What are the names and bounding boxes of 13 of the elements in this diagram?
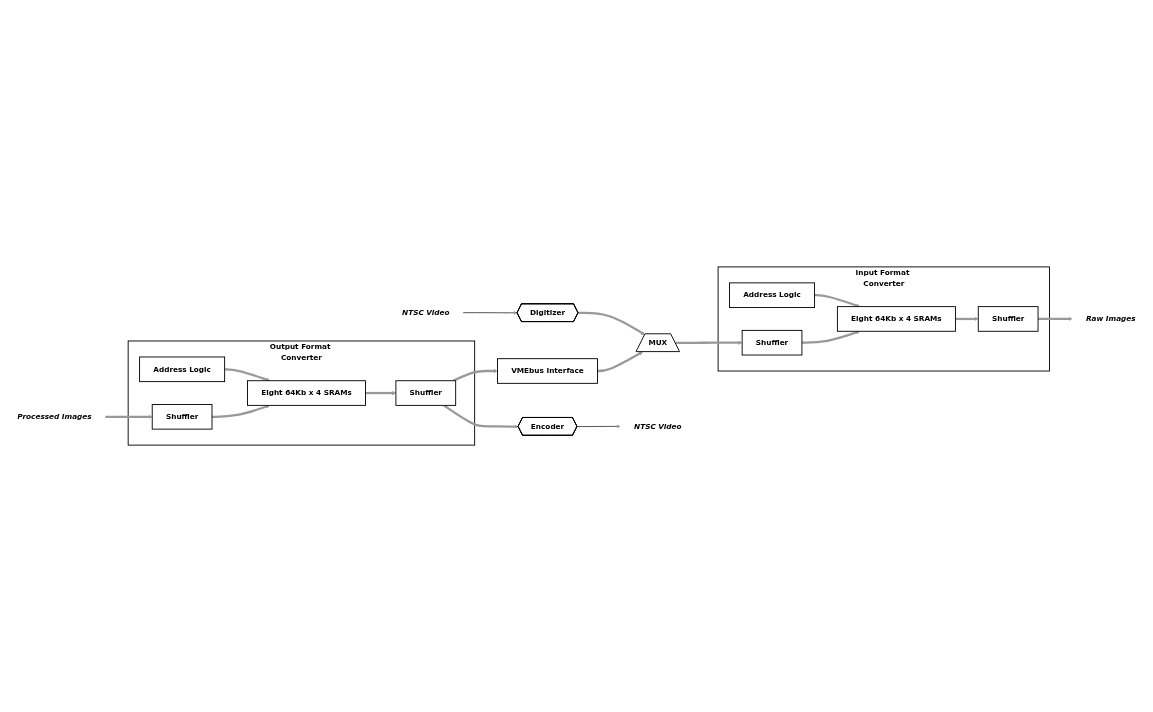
arrow	[1038, 316, 1073, 321]
arrow	[212, 404, 271, 418]
arrow	[105, 414, 153, 419]
arrow	[675, 340, 743, 345]
arrow	[955, 316, 979, 321]
arrow	[597, 351, 643, 373]
arrow	[814, 294, 861, 308]
arrow	[365, 391, 397, 396]
arrow	[224, 368, 271, 382]
arrow	[801, 330, 861, 344]
arrow	[443, 404, 519, 429]
arrow	[452, 369, 498, 382]
arrow	[578, 311, 645, 335]
